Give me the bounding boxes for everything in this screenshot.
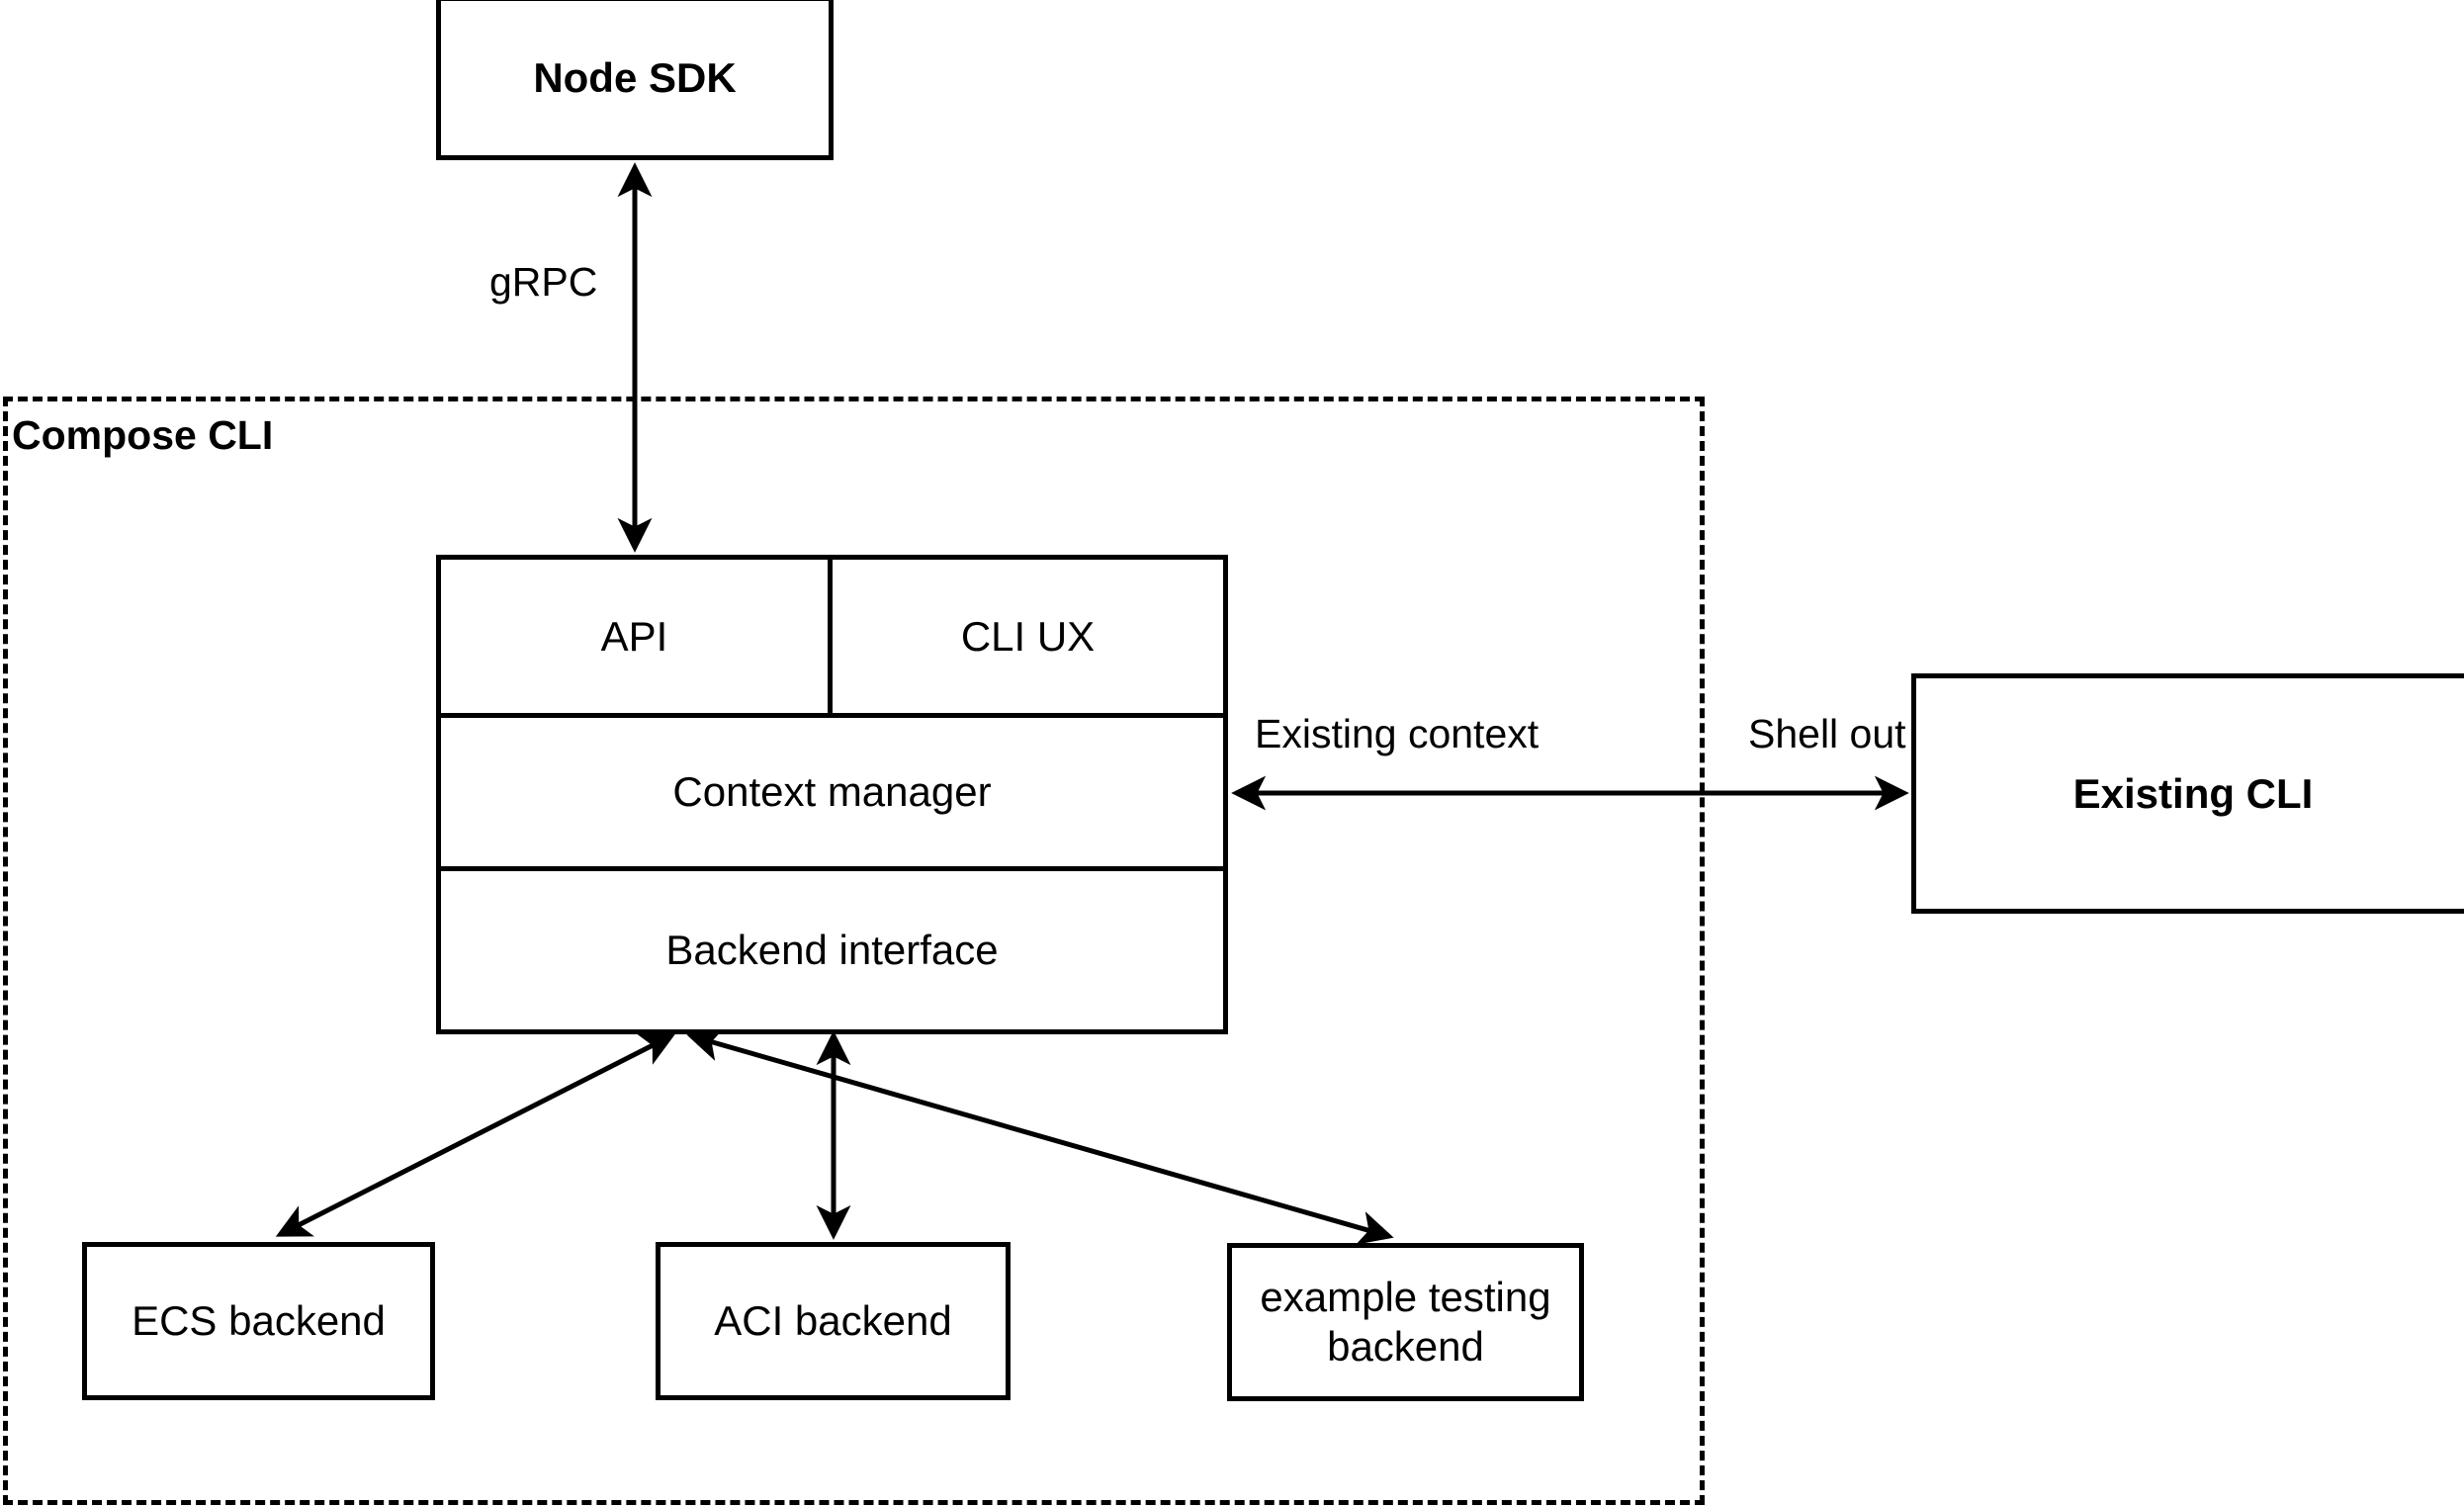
node-sdk-box[interactable]: Node SDK: [436, 0, 834, 160]
aci-backend-box[interactable]: ACI backend: [656, 1242, 1011, 1400]
backend-interface-label: Backend interface: [665, 927, 999, 974]
compose-cli-stack-box: API CLI UX Context manager Backend inter…: [436, 555, 1228, 1034]
ecs-backend-box[interactable]: ECS backend: [82, 1242, 435, 1400]
existing-cli-label: Existing CLI: [2072, 769, 2314, 817]
cli-ux-cell[interactable]: CLI UX: [833, 560, 1223, 713]
ecs-backend-label: ECS backend: [132, 1297, 386, 1345]
grpc-edge-label: gRPC: [489, 259, 598, 305]
example-testing-backend-box[interactable]: example testing backend: [1227, 1243, 1584, 1401]
aci-backend-label: ACI backend: [714, 1297, 952, 1345]
compose-cli-group-boundary: [3, 397, 1705, 1505]
api-label: API: [600, 612, 668, 660]
backend-interface-cell[interactable]: Backend interface: [441, 871, 1223, 1029]
connector-backend-ecs: [275, 1033, 676, 1237]
cli-ux-label: CLI UX: [960, 612, 1096, 660]
connector-backend-example-testing: [686, 1027, 1394, 1245]
context-manager-label: Context manager: [672, 768, 992, 816]
compose-cli-group-label: Compose CLI: [12, 412, 274, 458]
context-manager-cell[interactable]: Context manager: [441, 713, 1223, 871]
node-sdk-label: Node SDK: [533, 54, 737, 102]
shell-out-edge-label: Shell out: [1748, 711, 1906, 756]
existing-context-edge-label: Existing context: [1255, 711, 1540, 756]
example-testing-backend-label-line2: backend: [1327, 1323, 1484, 1370]
existing-cli-box[interactable]: Existing CLI: [1911, 673, 2464, 914]
api-cell[interactable]: API: [441, 560, 833, 713]
example-testing-backend-label-line1: example testing: [1260, 1274, 1551, 1321]
